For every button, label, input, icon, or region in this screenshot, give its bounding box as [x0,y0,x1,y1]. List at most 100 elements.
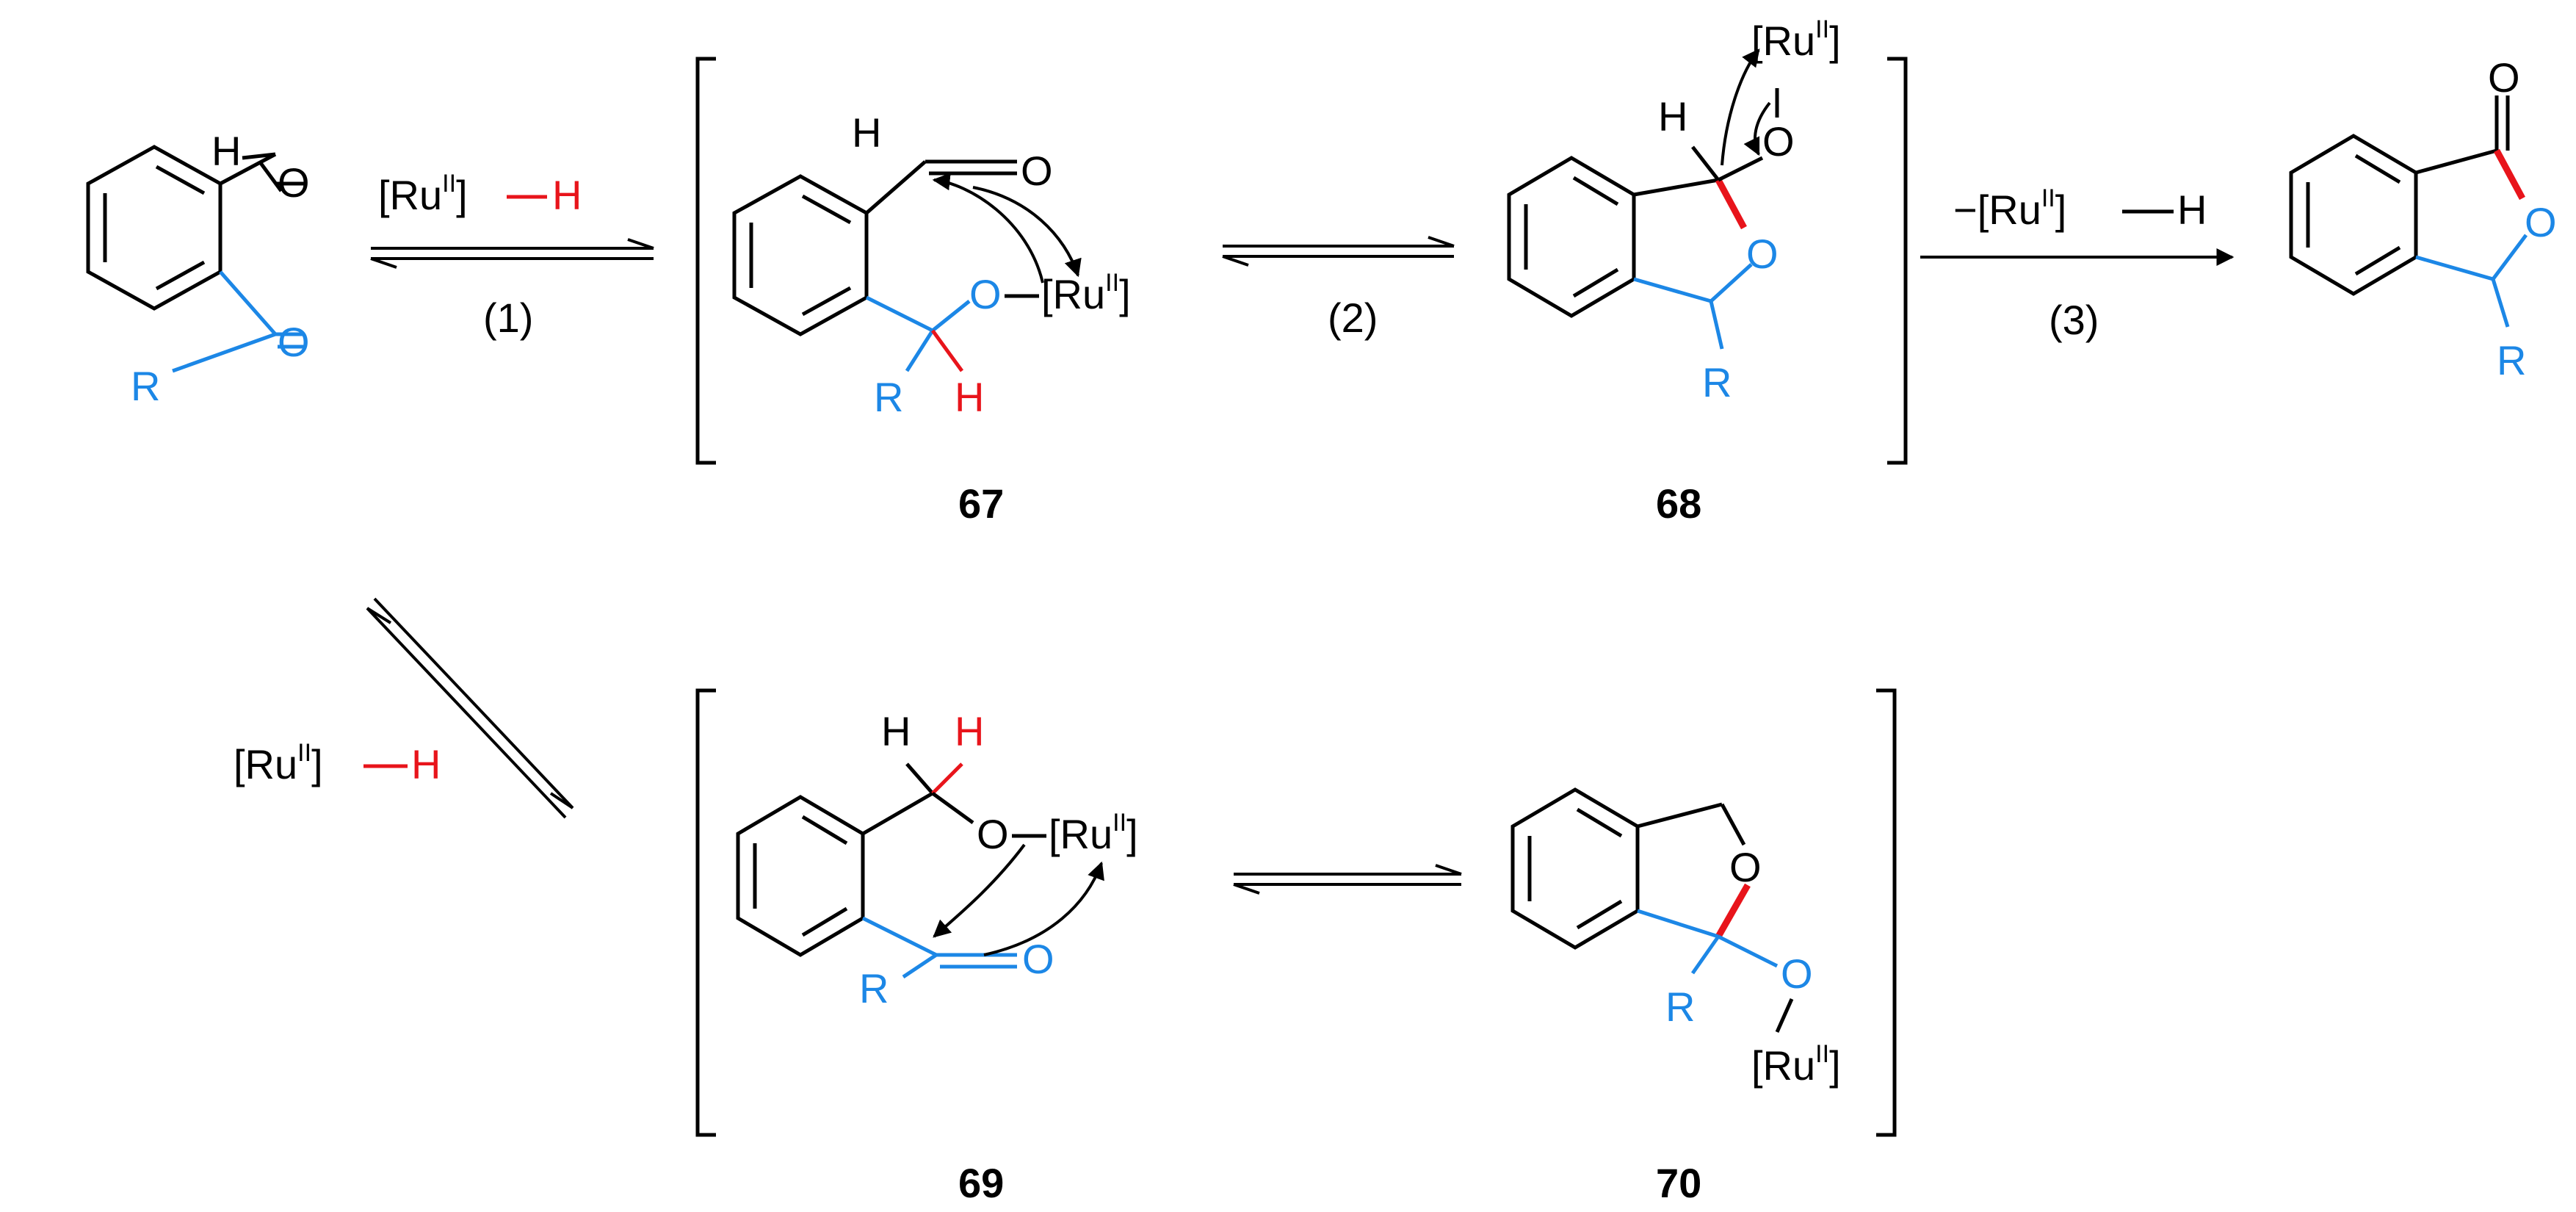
intermediate-68: O R H O [RuII] [1507,15,1841,405]
alkoxide-o-70: O [1781,951,1813,997]
bracket-top-right [1887,57,1908,465]
intermediate-69: H H O [RuII] O R [736,708,1138,1011]
c-o-bond-67 [931,300,971,332]
equilibrium-arrow-diagonal [366,597,574,819]
ketone-bond [219,270,277,336]
r-label-68: R [1702,359,1732,405]
compound-67-label: 67 [958,480,1004,527]
h-label-69a: H [881,708,911,754]
ru-label-67: [RuII] [1041,269,1131,317]
benzylic-bond-67 [865,295,934,333]
hydride-h-label-3: H [2177,187,2207,233]
benzene-ring-67 [732,174,869,336]
ring-o-68: O [1746,231,1779,277]
o-c3-bond-68 [1710,263,1753,303]
r-label-69: R [859,965,889,1011]
aldehyde-o-label: O [278,159,310,206]
r-label-product: R [2497,337,2526,383]
c-o-bond-68 [1717,156,1764,182]
benzene-ring [86,145,222,311]
compound-70-label: 70 [1656,1160,1701,1206]
aldehyde-bond-67 [865,160,927,214]
ring-o-70: O [1729,844,1762,890]
step-3-reagent: −[RuII] H [1953,184,2207,233]
c-h-bond-69b [931,762,963,795]
product-phthalide: O O R [2289,54,2557,383]
ru-label-69: [RuII] [1049,809,1138,857]
compound-68-label: 68 [1656,480,1701,527]
step-1-reagent: [RuII] H [378,170,582,218]
h-label-68: H [1658,93,1687,140]
c-r-bond-69 [902,953,938,979]
lower-reagent: [RuII] H [234,739,441,787]
ru-hydride-elimination: −[RuII] [1953,184,2066,233]
starting-material-phthalaldehyde-ketone: H O O R [86,128,310,409]
alkoxide-o-69: O [977,811,1009,857]
alkoxide-o-67: O [969,271,1002,317]
ring-ch2-bond-70 [1637,802,1723,829]
ring-c3-bond-product [2415,255,2494,281]
ketone-r-bond [172,332,276,373]
aldehyde-co-bond-2 [258,162,283,192]
aldehyde-h-label: H [211,128,241,174]
intermediate-70: O R O [RuII] [1510,787,1841,1089]
new-c-o-bond-68 [1715,178,1747,230]
aldehyde-h-bond [242,152,276,160]
c-r-bond-67 [905,329,935,372]
curved-arrow-68b [1743,101,1771,156]
o-ru-bond-70 [1775,998,1794,1034]
intermediate-67: H O O [RuII] R H [732,109,1131,420]
ring-c3-bond-70 [1637,909,1719,939]
alkoxide-o-68: O [1762,118,1795,165]
curved-arrow-67b [972,186,1082,278]
c-h-bond-68 [1691,145,1720,181]
equilibrium-arrow-step-2 [1222,236,1455,267]
benzylic-bond-69 [861,791,934,836]
aldehyde-bond [219,152,277,186]
r-label-67: R [874,374,903,420]
curved-arrow-67a [932,173,1044,284]
benzene-ring-70 [1510,787,1640,950]
c3-r-bond-68 [1709,300,1724,350]
o-c3-bond-product [2492,234,2528,281]
lactone-o-label: O [2525,199,2557,245]
ketone-r-label: R [131,363,160,409]
c-h-bond-69a [905,762,934,795]
bracket-bottom-right [1876,688,1897,1137]
aldehyde-h-67: H [852,109,881,156]
step-1-label: (1) [483,295,533,341]
ketone-o-69: O [1022,936,1054,982]
ring-c3-bond-68 [1633,277,1712,303]
bracket-top-left [695,57,716,465]
compound-69-label: 69 [958,1160,1004,1206]
aldehyde-o-67: O [1021,148,1053,194]
ring-c1-bond-68 [1633,178,1719,197]
curved-arrow-68a [1721,48,1760,166]
carbonyl-o-label: O [2488,54,2520,101]
step-3-label: (3) [2049,297,2099,343]
c-h-bond-67 [930,329,964,372]
h-label-67: H [955,374,984,420]
c-o-bond-70 [1717,934,1779,968]
curved-arrow-69a [933,843,1026,938]
c-r-bond-70 [1690,935,1721,975]
ch2-o-bond-70 [1720,803,1746,846]
new-c-o-bond-70 [1715,883,1751,939]
bracket-bottom-left [695,688,716,1137]
benzene-ring-69 [736,795,865,957]
equilibrium-arrow-69-70 [1233,864,1462,895]
lactone-c-o-bond [2494,148,2525,201]
c3-r-bond-product [2491,278,2510,328]
h-label-69b: H [955,708,984,754]
r-label-70: R [1665,984,1695,1030]
ketone-o-label: O [278,319,310,365]
benzene-ring-product [2289,134,2418,296]
curved-arrow-69b [983,861,1104,956]
c-o-bond-69 [931,791,974,825]
benzene-ring-68 [1507,156,1636,318]
equilibrium-arrow-step-1 [370,238,654,269]
ketone-bond-69 [861,916,938,957]
hydride-h-label-1: H [552,172,582,218]
ru-hydride-reagent-1: [RuII] [378,170,468,218]
